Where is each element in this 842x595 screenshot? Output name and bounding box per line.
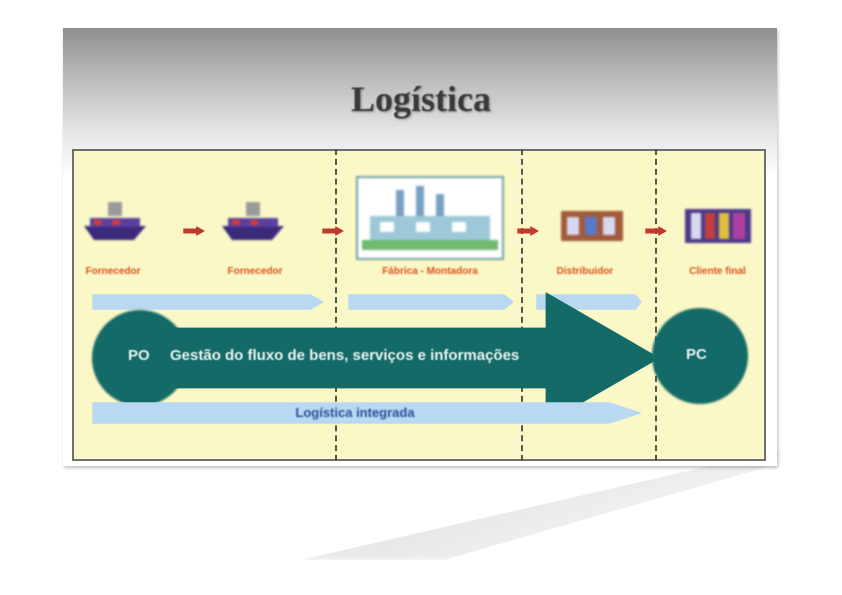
- integrated-logistics-label: Logística integrada: [295, 405, 415, 420]
- start-node-label: PO: [128, 347, 150, 364]
- stage-arrow-icon: [183, 226, 205, 236]
- integrated-logistics-bar: [92, 402, 642, 424]
- stage-divider: [521, 149, 523, 461]
- stage-arrow-icon: [645, 226, 667, 236]
- store-icon: [683, 205, 753, 252]
- stage-divider: [335, 149, 337, 461]
- slide-reflection: [300, 450, 780, 560]
- flow-bar-supply: [92, 294, 324, 310]
- slide-title: Logística: [351, 79, 491, 119]
- stage-label-distributor: Distribuidor: [556, 266, 614, 277]
- stage-arrow-icon: [517, 226, 539, 236]
- stage-label-factory: Fábrica - Montadora: [382, 266, 478, 277]
- ship-icon: [220, 196, 286, 249]
- ship-icon: [82, 196, 148, 249]
- main-flow-label: Gestão do fluxo de bens, serviços e info…: [170, 347, 520, 364]
- stage-label-supplier-2: Fornecedor: [227, 266, 283, 277]
- flow-bar-production: [348, 294, 514, 310]
- stage-label-final-customer: Cliente final: [689, 266, 746, 277]
- stage-label-supplier-1: Fornecedor: [85, 266, 141, 277]
- end-node-circle: [652, 308, 748, 404]
- warehouse-icon: [557, 205, 627, 250]
- end-node-label: PC: [686, 346, 707, 363]
- stage-arrow-icon: [322, 226, 344, 236]
- stage-divider: [655, 149, 657, 461]
- factory-icon: [356, 176, 504, 265]
